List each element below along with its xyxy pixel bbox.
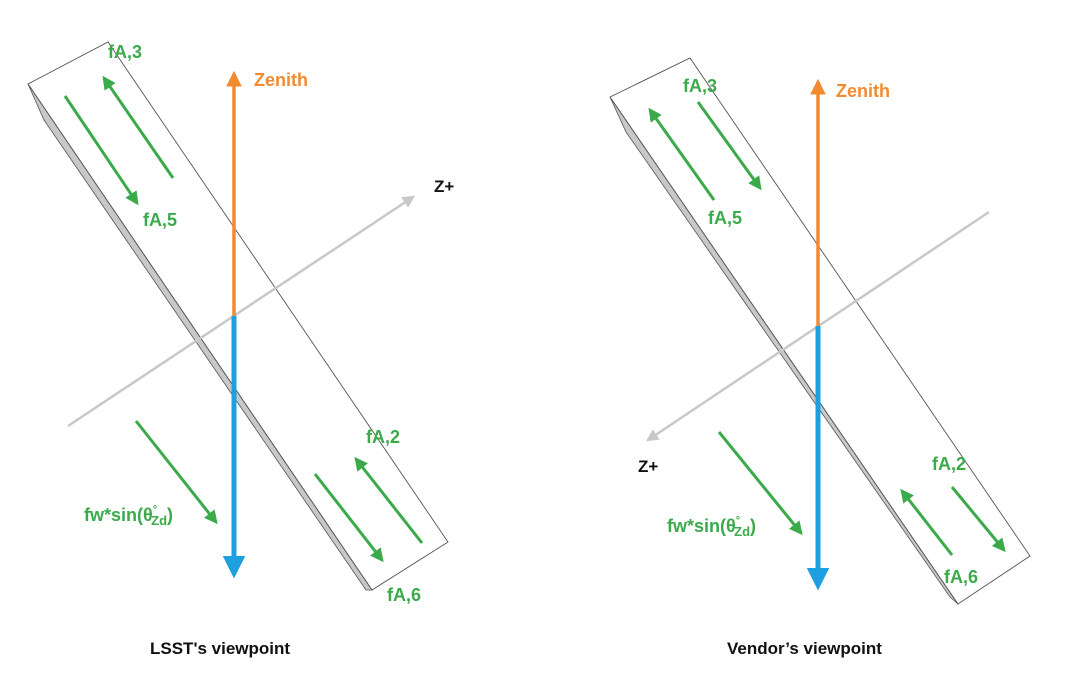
right-label-fa2: fA,2 [932,454,966,474]
right-weight-arrow [717,431,803,536]
left-caption: LSST's viewpoint [150,639,290,658]
left-force-arrow-fa2 [354,456,424,544]
left-label-fa6: fA,6 [387,585,421,605]
right-panel: fA,3 fA,5 fA,2 fA,6 Zenith Z+ fw*sin(θ°Z… [609,57,1031,658]
left-label-zenith: Zenith [254,70,308,90]
left-weight-label: fw*sin(θ°Zd) [84,504,173,528]
left-label-fa5: fA,5 [143,210,177,230]
right-label-zenith: Zenith [836,81,890,101]
left-weight-arrow [134,420,218,525]
right-force-arrow-fa5 [648,107,716,201]
right-force-arrow-fa3 [696,101,762,191]
right-label-z-plus: Z+ [638,457,658,476]
left-label-fa2: fA,2 [366,427,400,447]
right-label-fa5: fA,5 [708,208,742,228]
right-caption: Vendor’s viewpoint [727,639,882,658]
right-label-fa3: fA,3 [683,76,717,96]
left-z-axis [67,195,416,428]
right-force-arrow-fa2 [950,486,1006,553]
left-force-arrow-fa3 [102,75,175,179]
left-label-z-plus: Z+ [434,177,454,196]
right-force-arrow-fa6 [900,488,954,556]
left-force-arrow-fa5 [63,95,139,206]
left-panel: fA,3 fA,5 fA,2 fA,6 Zenith Z+ fw*sin(θ°Z… [27,41,454,658]
left-force-arrow-fa6 [313,473,384,563]
right-label-fa6: fA,6 [944,567,978,587]
right-weight-label: fw*sin(θ°Zd) [667,515,756,539]
right-mirror-outline [609,57,1031,605]
left-mirror-outline [27,41,449,591]
left-label-fa3: fA,3 [108,42,142,62]
